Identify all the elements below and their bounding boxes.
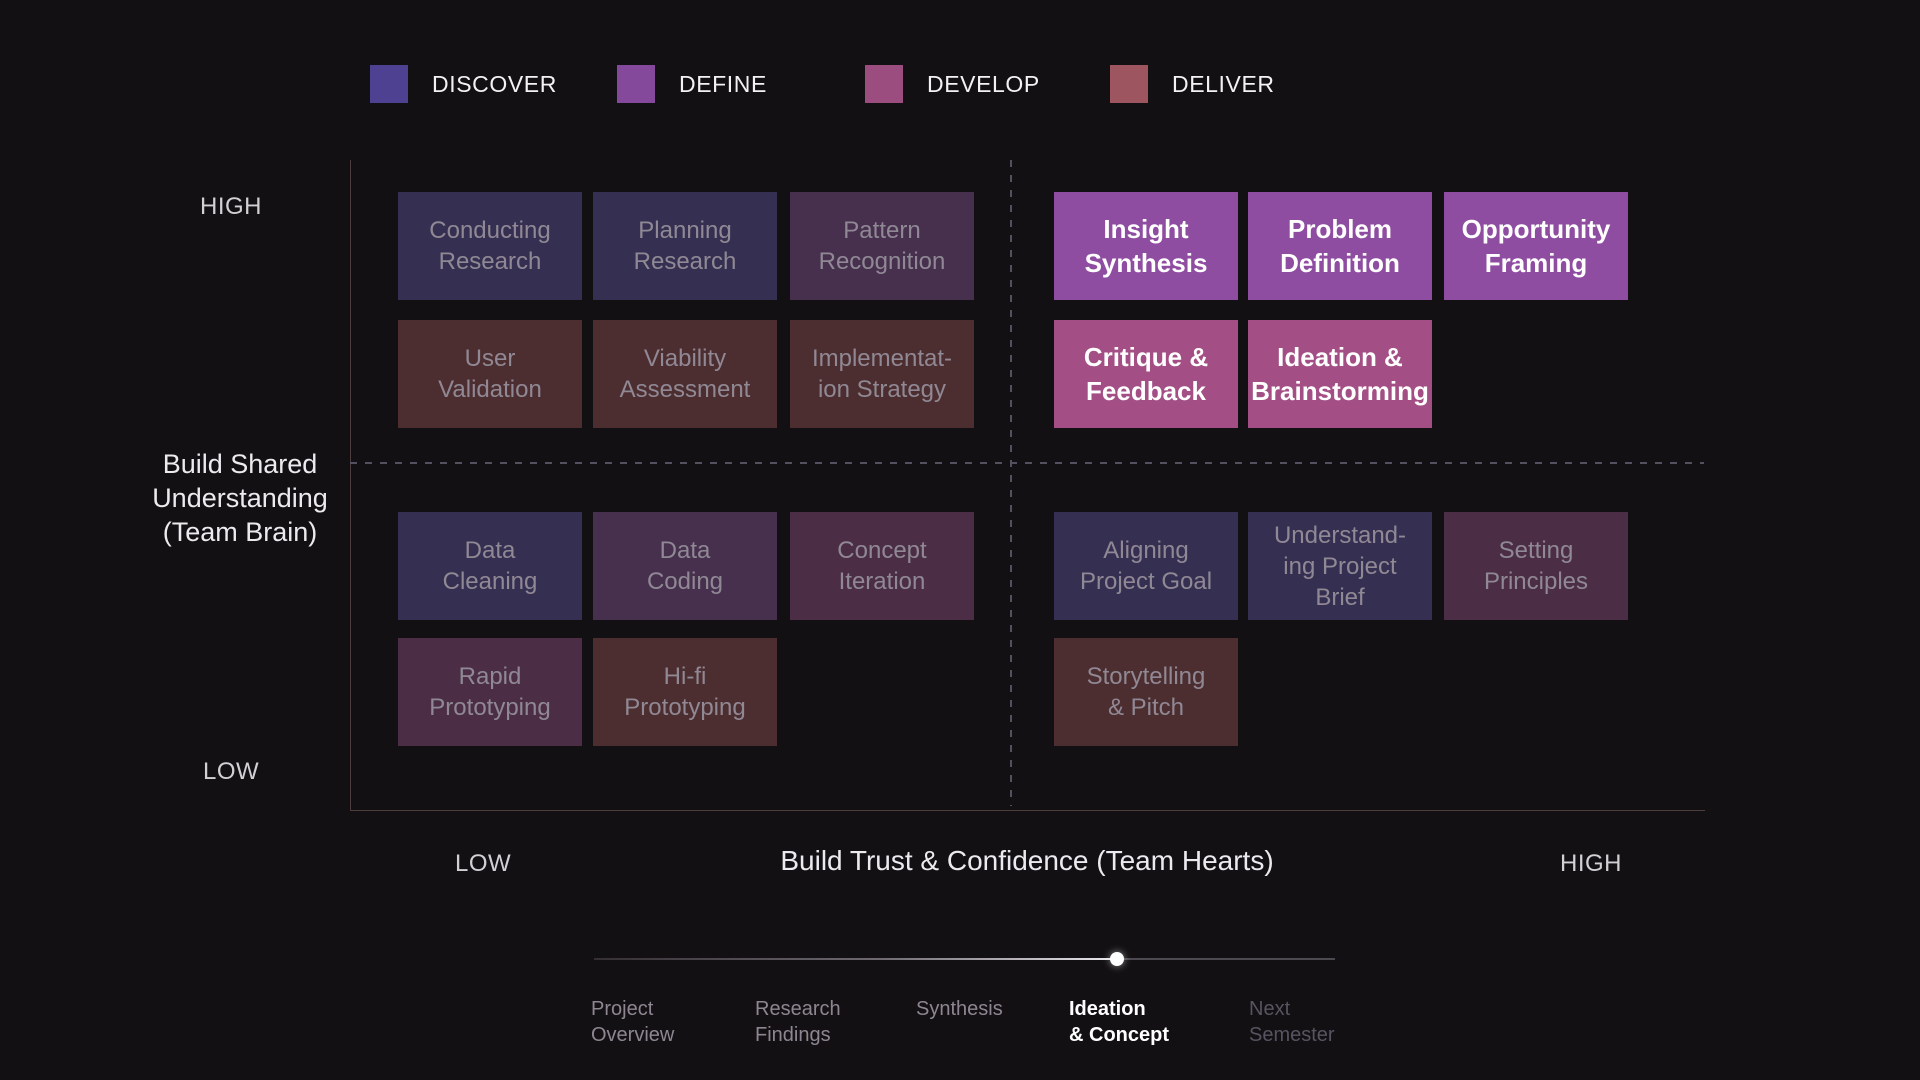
box-label: User Validation (438, 345, 542, 403)
matrix-box-ideation-brainstorming: Ideation & Brainstorming (1248, 320, 1432, 428)
timeline-track-progress[interactable] (594, 958, 1117, 960)
matrix-box-aligning-project-goal: Aligning Project Goal (1054, 512, 1238, 620)
matrix-box-storytelling-pitch: Storytelling & Pitch (1054, 638, 1238, 746)
matrix-box-implementation-strategy: Implementat- ion Strategy (790, 320, 974, 428)
legend-label: DISCOVER (432, 70, 557, 97)
box-label: Hi-fi Prototyping (624, 663, 746, 721)
box-label: Aligning Project Goal (1079, 537, 1213, 595)
box-label: Concept Iteration (837, 537, 927, 595)
quadrant-divider-vertical (1010, 160, 1012, 806)
matrix-box-data-cleaning: Data Cleaning (398, 512, 582, 620)
x-axis-high-label: HIGH (1560, 850, 1622, 877)
y-axis-low-label: LOW (203, 758, 260, 785)
box-label: Insight Synthesis (1084, 214, 1208, 278)
plot-bottom-border (350, 810, 1705, 811)
matrix-box-viability-assessment: Viability Assessment (593, 320, 777, 428)
box-label: Viability Assessment (619, 345, 751, 403)
develop-swatch-icon (865, 65, 903, 103)
legend-item-discover: DISCOVER (370, 64, 557, 104)
matrix-box-opportunity-framing: Opportunity Framing (1444, 192, 1628, 300)
timeline-stage-project-overview[interactable]: Project Overview (591, 998, 675, 1046)
box-label: Understand- ing Project Brief (1273, 521, 1407, 611)
box-label: Data Cleaning (442, 537, 538, 595)
discover-swatch-icon (370, 65, 408, 103)
matrix-box-insight-synthesis: Insight Synthesis (1054, 192, 1238, 300)
matrix-box-hifi-prototyping: Hi-fi Prototyping (593, 638, 777, 746)
matrix-box-understanding-project-brief: Understand- ing Project Brief (1248, 512, 1432, 620)
box-label: Data Coding (646, 537, 724, 595)
y-axis-high-label: HIGH (200, 193, 262, 220)
box-label: Opportunity Framing (1461, 214, 1611, 278)
box-label: Setting Principles (1483, 537, 1589, 595)
matrix-box-user-validation: User Validation (398, 320, 582, 428)
legend-item-develop: DEVELOP (865, 64, 1040, 104)
box-label: Critique & Feedback (1083, 342, 1209, 406)
matrix-box-pattern-recognition: Pattern Recognition (790, 192, 974, 300)
legend-item-define: DEFINE (617, 64, 767, 104)
timeline-slider-thumb[interactable] (1110, 952, 1124, 966)
box-label: Rapid Prototyping (429, 663, 551, 721)
legend-item-deliver: DELIVER (1110, 64, 1275, 104)
box-label: Conducting Research (429, 217, 551, 275)
x-axis-title: Build Trust & Confidence (Team Hearts) (780, 845, 1274, 876)
matrix-box-conducting-research: Conducting Research (398, 192, 582, 300)
box-label: Ideation & Brainstorming (1251, 342, 1429, 406)
matrix-box-critique-feedback: Critique & Feedback (1054, 320, 1238, 428)
timeline-stage-synthesis[interactable]: Synthesis (916, 998, 1003, 1020)
x-axis-low-label: LOW (455, 850, 512, 877)
matrix-box-problem-definition: Problem Definition (1248, 192, 1432, 300)
matrix-box-data-coding: Data Coding (593, 512, 777, 620)
define-swatch-icon (617, 65, 655, 103)
box-label: Planning Research (633, 217, 737, 275)
box-label: Problem Definition (1280, 214, 1400, 278)
box-label: Storytelling & Pitch (1086, 663, 1206, 721)
quadrant-divider-horizontal (350, 462, 1704, 464)
legend-label: DELIVER (1172, 70, 1275, 97)
plot-left-border (350, 160, 351, 810)
matrix-box-concept-iteration: Concept Iteration (790, 512, 974, 620)
box-label: Pattern Recognition (818, 217, 946, 275)
deliver-swatch-icon (1110, 65, 1148, 103)
matrix-box-planning-research: Planning Research (593, 192, 777, 300)
matrix-box-setting-principles: Setting Principles (1444, 512, 1628, 620)
box-label: Implementat- ion Strategy (811, 345, 953, 403)
y-axis-title: Build Shared Understanding (Team Brain) (152, 449, 328, 547)
matrix-box-rapid-prototyping: Rapid Prototyping (398, 638, 582, 746)
legend-label: DEVELOP (927, 70, 1040, 97)
timeline-stage-research-findings[interactable]: Research Findings (755, 998, 841, 1046)
timeline-stage-next-semester[interactable]: Next Semester (1249, 998, 1335, 1046)
timeline-stage-ideation-concept[interactable]: Ideation & Concept (1069, 998, 1169, 1046)
legend-label: DEFINE (679, 70, 767, 97)
timeline-track-remaining[interactable] (1117, 958, 1335, 960)
